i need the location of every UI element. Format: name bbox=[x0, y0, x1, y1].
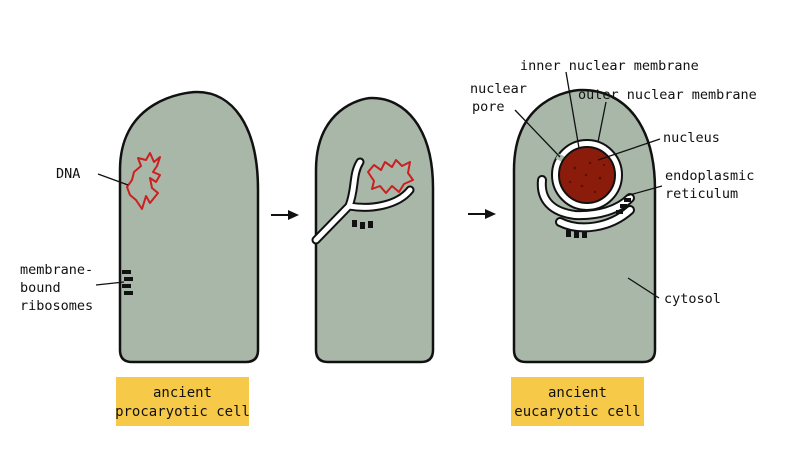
intermediate-ribosomes bbox=[352, 220, 373, 229]
caption-eucaryotic-line2: eucaryotic cell bbox=[514, 404, 640, 420]
label-membrane-bound-1: membrane- bbox=[20, 262, 93, 278]
caption-procaryotic: ancient procaryotic cell bbox=[115, 377, 250, 426]
caption-eucaryotic-box bbox=[511, 377, 644, 426]
right-arrow-icon bbox=[468, 209, 496, 219]
nucleus-speckles bbox=[568, 161, 606, 194]
caption-procaryotic-line1: ancient bbox=[153, 385, 212, 401]
label-inner-nuclear-membrane: inner nuclear membrane bbox=[520, 58, 699, 74]
label-outer-nuclear-membrane: outer nuclear membrane bbox=[578, 87, 757, 103]
membrane-infolding-lumen bbox=[313, 159, 413, 243]
eucaryotic-ribosomes-right bbox=[616, 198, 631, 214]
caption-procaryotic-box bbox=[116, 377, 249, 426]
label-membrane-bound-3: ribosomes bbox=[20, 298, 93, 314]
procaryotic-cell-body bbox=[118, 90, 260, 364]
label-membrane-bound-2: bound bbox=[20, 280, 61, 296]
label-er-1: endoplasmic bbox=[665, 168, 754, 184]
eucaryotic-ribosomes-bottom bbox=[566, 230, 587, 238]
label-er-2: reticulum bbox=[665, 186, 738, 202]
endoplasmic-reticulum-lumen bbox=[538, 177, 633, 231]
procaryotic-dna bbox=[126, 152, 161, 210]
label-dna: DNA bbox=[56, 166, 80, 182]
label-cytosol: cytosol bbox=[664, 291, 721, 307]
caption-eucaryotic-line1: ancient bbox=[548, 385, 607, 401]
label-nuclear-pore-1: nuclear bbox=[470, 81, 527, 97]
eucaryotic-cell bbox=[512, 88, 657, 364]
intermediate-cell-body bbox=[314, 96, 435, 364]
membrane-bound-ribosomes bbox=[122, 270, 133, 295]
intermediate-dna bbox=[367, 159, 414, 194]
label-nucleus: nucleus bbox=[663, 130, 720, 146]
procaryotic-cell bbox=[118, 90, 260, 364]
caption-eucaryotic: ancient eucaryotic cell bbox=[511, 377, 644, 426]
right-arrow-icon bbox=[271, 210, 299, 220]
leader-lines bbox=[95, 71, 663, 299]
label-nuclear-pore-2: pore bbox=[472, 99, 505, 115]
caption-procaryotic-line2: procaryotic cell bbox=[115, 404, 250, 420]
intermediate-cell bbox=[311, 96, 435, 364]
